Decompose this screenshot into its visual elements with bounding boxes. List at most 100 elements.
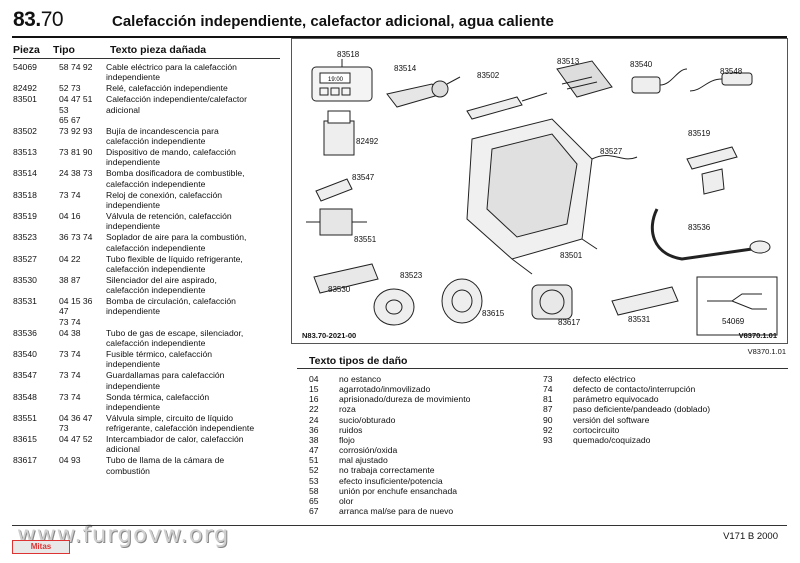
part-pieza: 83548 <box>13 391 37 402</box>
page-title: Calefacción independiente, calefactor ad… <box>112 13 554 30</box>
part-pieza: 83502 <box>13 125 37 136</box>
part-tipo: 04 16 <box>59 210 81 221</box>
label-83617: 83617 <box>558 318 581 327</box>
damage-code: 87 <box>543 404 553 415</box>
label-83547: 83547 <box>352 173 375 182</box>
column-rule <box>13 58 280 59</box>
part-tipo: 73 74 <box>59 391 81 402</box>
part-row: 83518 73 74 Reloj de conexión, calefacción… <box>13 190 283 211</box>
label-83514: 83514 <box>394 64 417 73</box>
part-tipo: 73 81 90 <box>59 147 93 158</box>
part-pieza: 83540 <box>13 348 37 359</box>
temp-sensor-icon <box>689 72 753 92</box>
damage-text: versión del software <box>573 414 650 425</box>
valve-icon <box>306 208 367 236</box>
part-texto: Tubo flexible de líquido refrigerante, c… <box>106 253 243 274</box>
part-texto: Bujía de incandescencia para calefacción… <box>106 125 219 147</box>
part-pieza: 83518 <box>13 189 37 200</box>
column-header-pieza: Pieza <box>13 44 40 56</box>
relay-icon <box>323 110 355 156</box>
label-83530: 83530 <box>328 285 351 294</box>
label-83548: 83548 <box>720 67 743 76</box>
part-tipo: 04 93 <box>59 455 81 466</box>
damage-code: 47 <box>309 445 319 456</box>
column-header-tipo: Tipo <box>53 44 75 56</box>
label-54069: 54069 <box>722 317 745 326</box>
part-tipo: 36 73 74 <box>59 232 93 243</box>
clock-display: 19:00 <box>328 77 344 83</box>
part-texto: Bomba dosificadora de combustible, calef… <box>106 168 245 189</box>
label-83615: 83615 <box>482 309 505 318</box>
figure-outer-code: V8370.1.01 <box>747 347 786 356</box>
part-texto: Tubo de gas de escape, silenciador, cale… <box>106 327 244 348</box>
part-tipo: 04 47 52 <box>59 434 93 445</box>
damage-code: 74 <box>543 384 553 395</box>
part-pieza: 83519 <box>13 210 37 221</box>
label-83513: 83513 <box>557 57 580 66</box>
part-tipo: 24 38 73 <box>59 168 93 179</box>
dosing-pump-icon <box>386 76 461 108</box>
control-unit-icon <box>556 60 613 98</box>
part-pieza: 83551 <box>13 412 37 423</box>
part-pieza: 83523 <box>13 232 37 243</box>
part-tipo: 04 15 36 47 73 74 <box>59 296 93 327</box>
label-83523: 83523 <box>400 271 423 280</box>
label-83502: 83502 <box>477 71 500 80</box>
damage-code: 53 <box>309 475 319 486</box>
damage-text: ruidos <box>339 424 363 435</box>
part-texto: Reloj de conexión, calefacción independi… <box>106 189 223 210</box>
part-pieza: 83514 <box>13 168 37 179</box>
blower-icon <box>373 288 415 326</box>
damage-code: 38 <box>309 434 319 445</box>
damage-text: olor <box>339 495 354 506</box>
part-tipo: 73 74 <box>59 189 81 200</box>
part-pieza: 83513 <box>13 147 37 158</box>
part-row: 83519 04 16 Válvula de retención, calefacc… <box>13 211 283 232</box>
part-pieza: 83547 <box>13 370 37 381</box>
part-pieza: 83531 <box>13 296 37 307</box>
part-pieza: 83536 <box>13 327 37 338</box>
part-texto: Sonda térmica, calefacción independiente <box>106 391 210 412</box>
part-texto: Válvula de retención, calefacción indepe… <box>106 210 232 232</box>
parts-figure: 19:00 <box>291 38 788 344</box>
damage-text: aprisionado/dureza de movimiento <box>339 394 471 405</box>
damage-code: 52 <box>309 465 319 476</box>
part-tipo: 04 47 51 53 65 67 <box>59 94 93 125</box>
part-row: 83548 73 74 Sonda térmica, calefacción ind… <box>13 392 283 413</box>
part-texto: Tubo de llama de la cámara de combustión <box>106 455 225 476</box>
exhaust-pipe-icon <box>650 208 771 261</box>
label-83551: 83551 <box>354 235 377 244</box>
part-tipo: 52 73 <box>59 83 81 94</box>
figure-code-left: N83.70-2021-00 <box>302 331 357 340</box>
damage-text: parámetro equivocado <box>573 394 659 405</box>
damage-code: 58 <box>309 485 319 496</box>
damage-code: 81 <box>543 394 553 405</box>
heat-exchanger-icon <box>441 278 483 324</box>
part-tipo: 73 74 <box>59 370 81 381</box>
check-valve-icon <box>686 146 738 195</box>
